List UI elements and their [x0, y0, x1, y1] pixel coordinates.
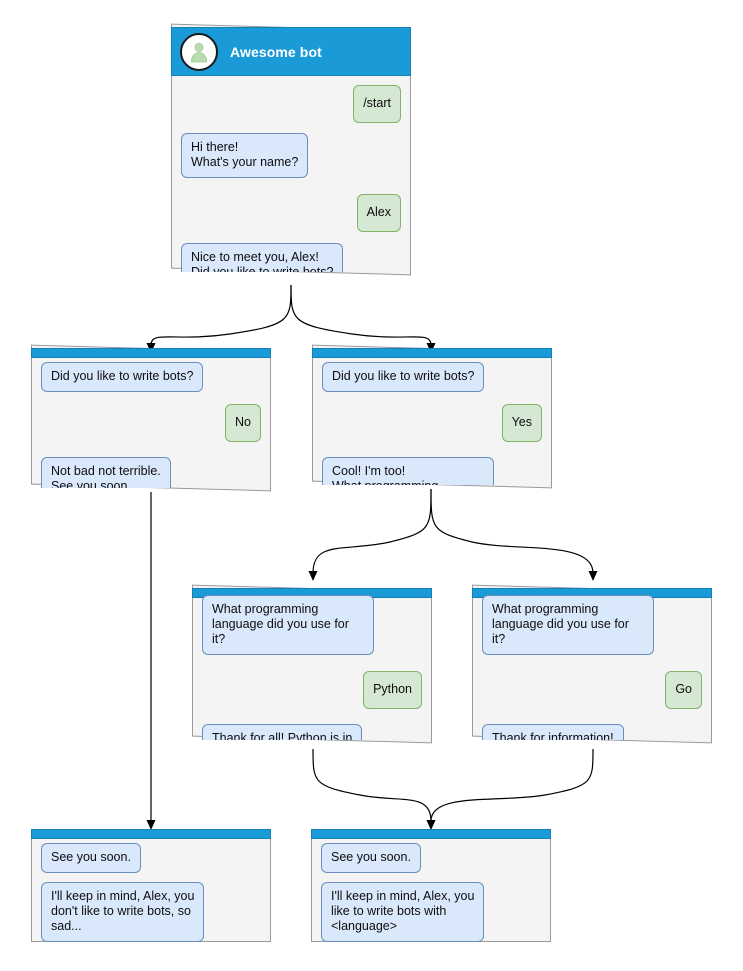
- bot-message-bubble[interactable]: I'll keep in mind, Alex, you don't like …: [41, 882, 205, 942]
- user-message-bubble[interactable]: Yes: [501, 404, 542, 442]
- card-content: Awesome bot /start Hi there! What's your…: [171, 27, 411, 272]
- bot-message-bubble[interactable]: Not bad not terrible. See you soon.: [41, 457, 171, 488]
- message-row: Yes: [322, 404, 542, 442]
- message-list-end-sad: See you soon. I'll keep in mind, Alex, y…: [31, 843, 271, 942]
- chat-card-go[interactable]: What programming language did you use fo…: [472, 584, 712, 744]
- message-row: Go: [482, 671, 702, 709]
- bot-message-bubble[interactable]: See you soon.: [321, 843, 421, 873]
- message-row: Did you like to write bots?: [322, 362, 542, 392]
- user-message-bubble[interactable]: /start: [353, 85, 401, 123]
- message-row: See you soon.: [41, 843, 261, 873]
- bot-message-bubble[interactable]: Hi there! What's your name?: [181, 133, 309, 178]
- message-row: What programming language did you use fo…: [482, 595, 702, 655]
- chat-card-root[interactable]: Awesome bot /start Hi there! What's your…: [171, 23, 411, 276]
- bot-message-bubble[interactable]: Did you like to write bots?: [322, 362, 485, 392]
- connector-go-to-end-happy: [430, 748, 594, 822]
- message-row: Hi there! What's your name?: [181, 133, 401, 178]
- message-row: I'll keep in mind, Alex, you like to wri…: [321, 882, 541, 942]
- user-message-bubble[interactable]: Go: [665, 671, 702, 709]
- bot-title: Awesome bot: [230, 43, 322, 60]
- chat-card-no[interactable]: Did you like to write bots? No Not bad n…: [31, 344, 271, 492]
- chat-card-end-happy[interactable]: See you soon. I'll keep in mind, Alex, y…: [311, 829, 551, 942]
- card-content: Did you like to write bots? No Not bad n…: [31, 348, 271, 488]
- bot-message-bubble[interactable]: What programming language did you use fo…: [202, 595, 374, 655]
- connector-python-to-end-happy: [312, 748, 432, 822]
- connector-root-to-no: [150, 284, 292, 346]
- message-row: Thank for information! See you soon.: [482, 724, 702, 740]
- message-row: /start: [181, 85, 401, 123]
- message-row: What programming language did you use fo…: [202, 595, 422, 655]
- user-message-bubble[interactable]: No: [225, 404, 261, 442]
- message-row: Not bad not terrible. See you soon.: [41, 457, 261, 488]
- chat-card-yes[interactable]: Did you like to write bots? Yes Cool! I'…: [312, 344, 552, 489]
- message-row: Python: [202, 671, 422, 709]
- bot-message-bubble[interactable]: What programming language did you use fo…: [482, 595, 654, 655]
- chat-card-python[interactable]: What programming language did you use fo…: [192, 584, 432, 744]
- message-list-no: Did you like to write bots? No Not bad n…: [31, 362, 271, 488]
- bot-message-bubble[interactable]: Nice to meet you, Alex! Did you like to …: [181, 243, 344, 272]
- message-row: Did you like to write bots?: [41, 362, 261, 392]
- user-message-bubble[interactable]: Python: [363, 671, 422, 709]
- message-row: Cool! I'm too! What programming language…: [322, 457, 542, 485]
- card-content: Did you like to write bots? Yes Cool! I'…: [312, 348, 552, 485]
- card-content: What programming language did you use fo…: [472, 588, 712, 740]
- message-row: Nice to meet you, Alex! Did you like to …: [181, 243, 401, 272]
- message-row: Thank for all! Python is in my hearth! S…: [202, 724, 422, 740]
- message-row: No: [41, 404, 261, 442]
- card-header-end-happy: [311, 829, 551, 839]
- arrowhead-yes-to-python: [308, 571, 318, 581]
- message-list-go: What programming language did you use fo…: [472, 595, 712, 740]
- message-list-end-happy: See you soon. I'll keep in mind, Alex, y…: [311, 843, 551, 942]
- message-row: I'll keep in mind, Alex, you don't like …: [41, 882, 261, 942]
- card-content: See you soon. I'll keep in mind, Alex, y…: [311, 829, 551, 942]
- message-row: See you soon.: [321, 843, 541, 873]
- bot-message-bubble[interactable]: Cool! I'm too! What programming language…: [322, 457, 494, 485]
- person-avatar-icon: [180, 32, 218, 71]
- connector-yes-to-go: [430, 488, 594, 574]
- connector-root-to-yes: [290, 284, 432, 346]
- card-header-end-sad: [31, 829, 271, 839]
- card-header-root: Awesome bot: [171, 27, 411, 76]
- bot-message-bubble[interactable]: Thank for information! See you soon.: [482, 724, 624, 740]
- message-row: Alex: [181, 194, 401, 232]
- message-list-python: What programming language did you use fo…: [192, 595, 432, 740]
- bot-message-bubble[interactable]: See you soon.: [41, 843, 141, 873]
- connector-yes-to-python: [312, 488, 432, 574]
- message-list-yes: Did you like to write bots? Yes Cool! I'…: [312, 362, 552, 485]
- card-content: See you soon. I'll keep in mind, Alex, y…: [31, 829, 271, 942]
- user-message-bubble[interactable]: Alex: [356, 194, 401, 232]
- chat-card-end-sad[interactable]: See you soon. I'll keep in mind, Alex, y…: [31, 829, 271, 942]
- arrowhead-yes-to-go: [588, 571, 598, 581]
- card-header-yes: [312, 348, 552, 358]
- card-content: What programming language did you use fo…: [192, 588, 432, 740]
- bot-message-bubble[interactable]: Did you like to write bots?: [41, 362, 204, 392]
- message-list-root: /start Hi there! What's your name? Alex …: [171, 85, 411, 272]
- card-header-no: [31, 348, 271, 358]
- bot-message-bubble[interactable]: Thank for all! Python is in my hearth! S…: [202, 724, 363, 740]
- bot-message-bubble[interactable]: I'll keep in mind, Alex, you like to wri…: [321, 882, 485, 942]
